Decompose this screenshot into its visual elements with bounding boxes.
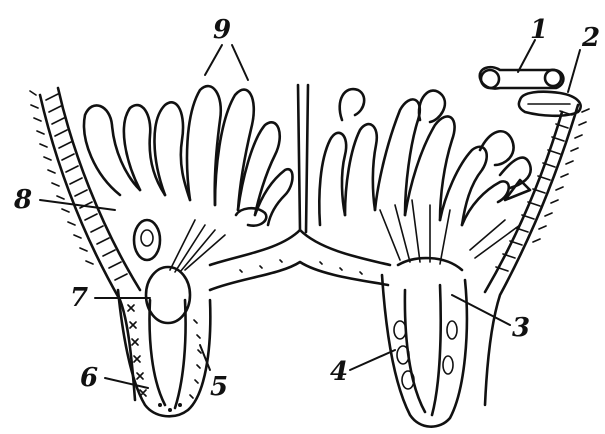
label-5: 5: [210, 372, 228, 402]
leader-9a: [205, 45, 222, 75]
label-2: 2: [581, 23, 600, 53]
label-1: 1: [530, 15, 548, 45]
leader-3: [452, 295, 510, 325]
label-4: 4: [330, 357, 348, 387]
top-right-bodies: [480, 67, 581, 116]
leader-4: [350, 350, 395, 370]
leader-6: [105, 378, 148, 388]
right-epithelium: [485, 105, 589, 405]
leader-lines: [40, 40, 580, 388]
left-crypt: [118, 267, 210, 416]
label-3: 3: [512, 313, 530, 343]
right-gland-tuft: [319, 89, 530, 264]
leader-9b: [232, 45, 248, 80]
leader-2: [568, 50, 580, 92]
label-7: 7: [70, 283, 88, 313]
label-9: 9: [213, 15, 231, 45]
central-base: [210, 85, 390, 290]
label-6: 6: [80, 363, 98, 393]
label-8: 8: [13, 185, 32, 215]
leader-8: [40, 200, 115, 210]
right-crypt: [382, 258, 467, 427]
